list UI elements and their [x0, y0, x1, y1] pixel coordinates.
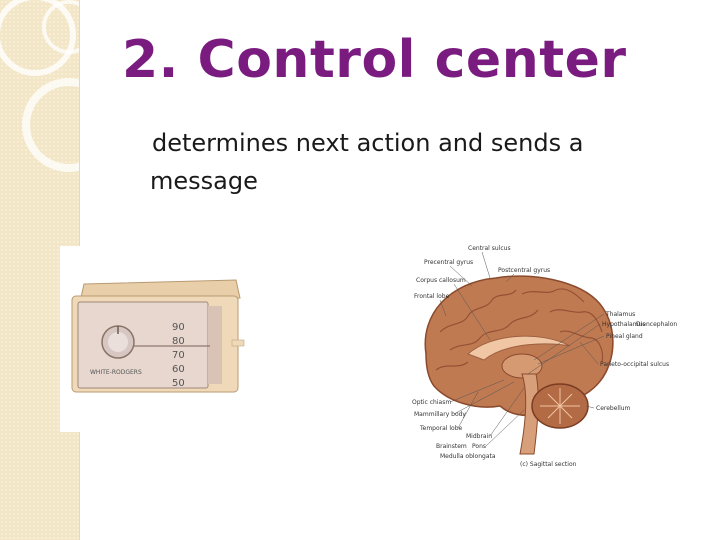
- scale-label: 90: [172, 322, 185, 333]
- brain-label: Diencephalon: [636, 321, 677, 328]
- thermostat-scale: 90 80 70 60 50: [172, 322, 185, 389]
- brain-label: Mammillary body: [414, 411, 466, 418]
- brain-label: Pineal gland: [606, 333, 643, 340]
- brain-label: Thalamus: [605, 311, 635, 318]
- brain-label: Parieto-occipital sulcus: [600, 361, 669, 368]
- brain-label: Postcentral gyrus: [498, 267, 550, 274]
- brain-label: Medulla oblongata: [440, 453, 496, 460]
- scale-label: 60: [172, 364, 185, 375]
- brain-labels: Central sulcus Precentral gyrus Postcent…: [412, 245, 677, 468]
- thermostat-image: 90 80 70 60 50 WHITE-RODGERS: [60, 246, 256, 432]
- brain-label: Frontal lobe: [414, 293, 450, 300]
- body-line: determines next action and sends a: [152, 129, 584, 157]
- brain-label: Precentral gyrus: [424, 259, 473, 266]
- scale-label: 80: [172, 336, 185, 347]
- thermostat-brand: WHITE-RODGERS: [90, 369, 142, 376]
- slide-title: 2. Control center: [122, 30, 627, 90]
- slide-body: determines next action and sends a messa…: [150, 124, 670, 200]
- brain-label: Corpus callosum: [416, 277, 466, 284]
- brain-label: Midbrain: [466, 433, 492, 440]
- brain-label: Brainstem: [436, 443, 467, 450]
- brain-label: Central sulcus: [468, 245, 511, 252]
- decorative-ring: [22, 78, 116, 172]
- brain-label: Hypothalamus: [602, 321, 646, 328]
- decorative-ring: [42, 0, 96, 54]
- scale-label: 50: [172, 378, 185, 389]
- brain-caption: (c) Sagittal section: [520, 461, 577, 468]
- brain-diagram-image: Central sulcus Precentral gyrus Postcent…: [410, 242, 680, 470]
- body-line: message: [150, 167, 258, 195]
- brain-label: Optic chiasm: [412, 399, 451, 406]
- scale-label: 70: [172, 350, 185, 361]
- brain-label: Cerebellum: [596, 405, 631, 412]
- brain-label: Pons: [472, 443, 486, 450]
- brain-label: Temporal lobe: [419, 425, 463, 432]
